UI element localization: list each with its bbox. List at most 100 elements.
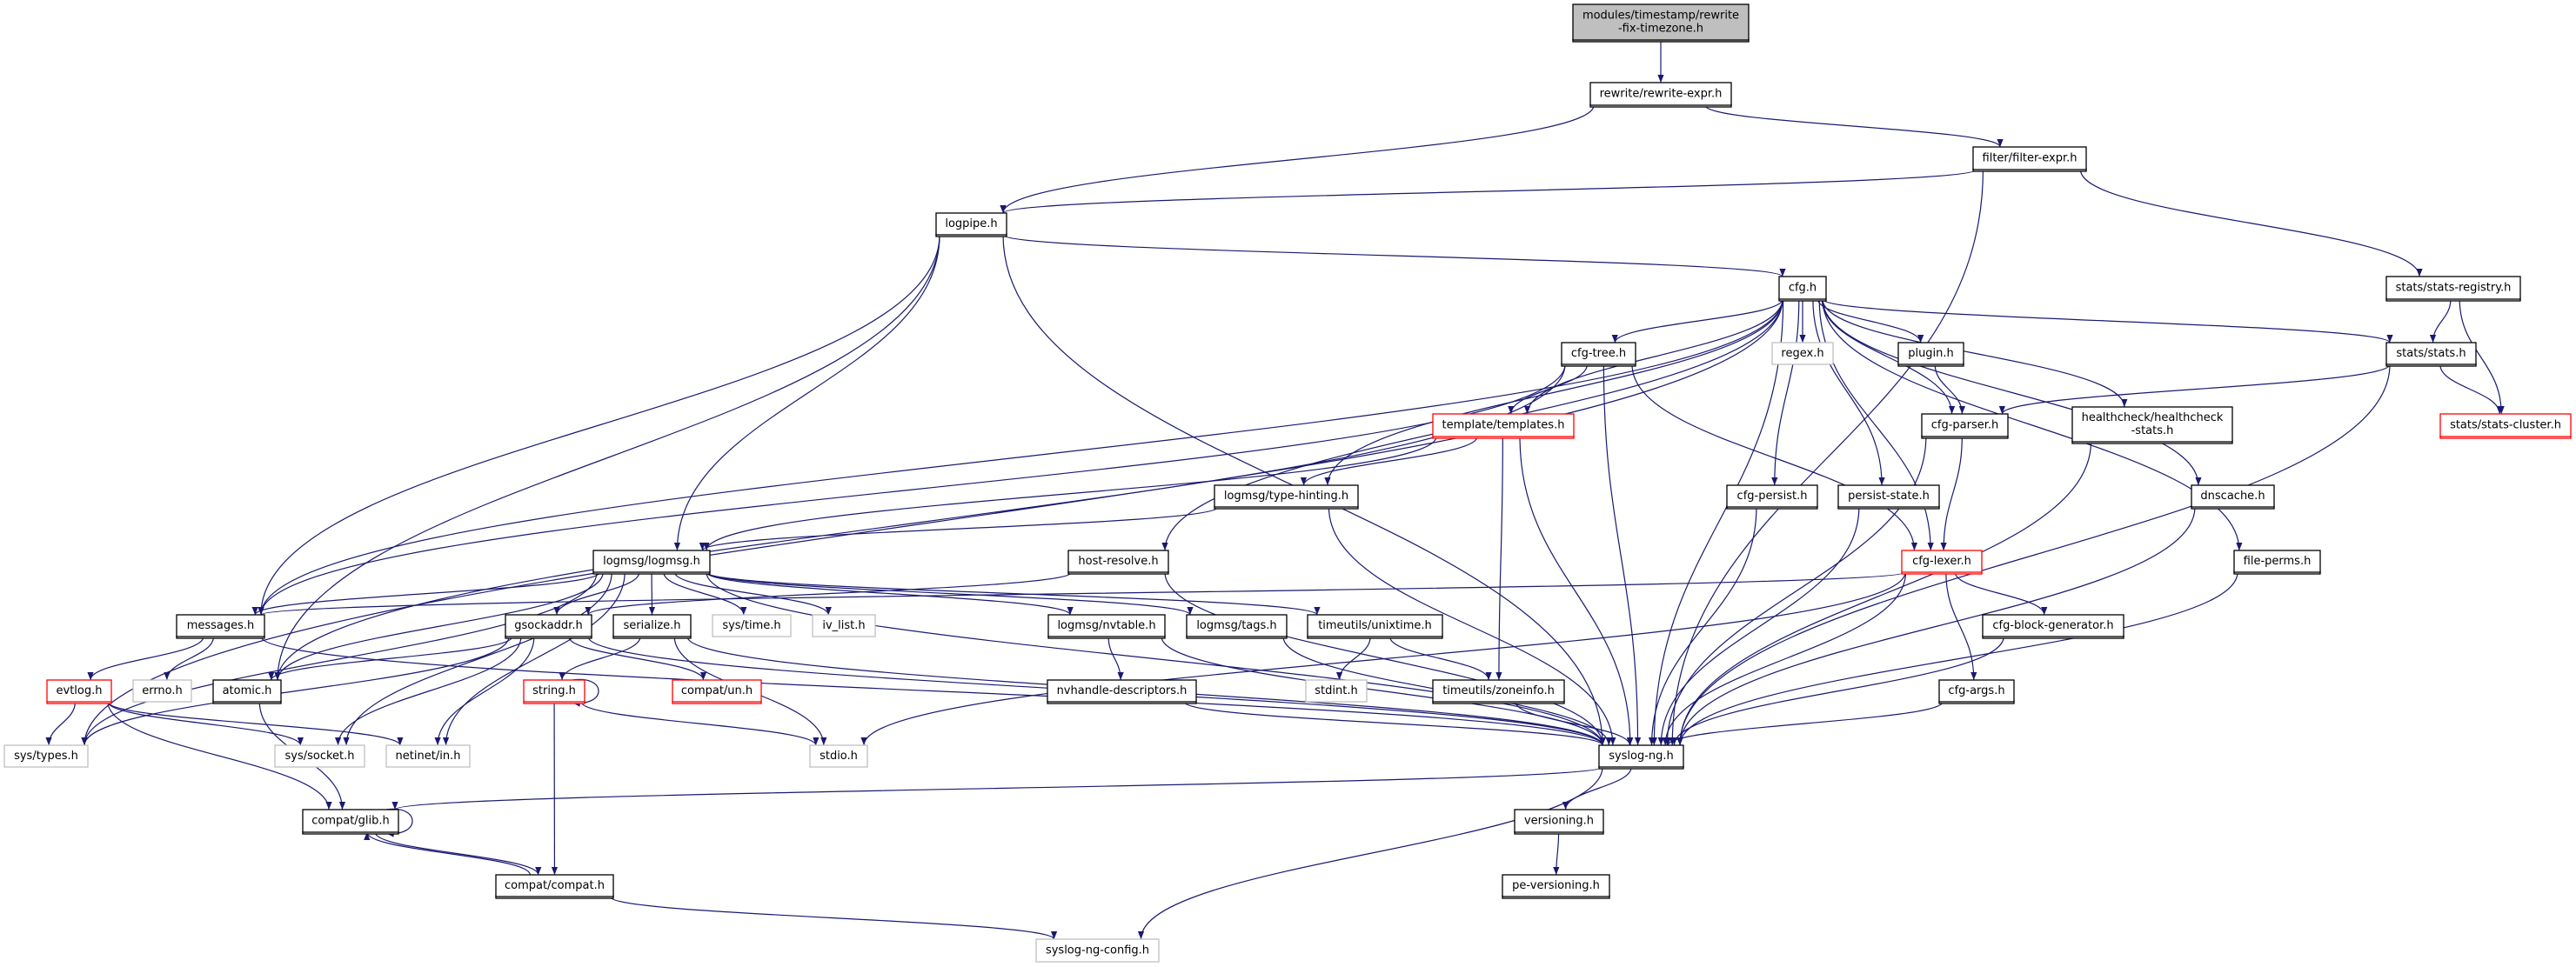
edge-cfg-to-typehint bbox=[1324, 298, 1783, 486]
edge-arrow bbox=[1821, 298, 1956, 415]
edge-arrow bbox=[1954, 571, 2048, 616]
edge-evtlog-to-netinet bbox=[107, 701, 404, 746]
node-cfgargs[interactable]: cfg-args.h bbox=[1938, 679, 2015, 704]
node-glib[interactable]: compat/glib.h bbox=[302, 809, 399, 835]
node-syslogng[interactable]: syslog-ng.h bbox=[1598, 744, 1684, 770]
node-box bbox=[3, 744, 89, 768]
node-tags[interactable]: logmsg/tags.h bbox=[1186, 614, 1288, 639]
node-persist[interactable]: persist-state.h bbox=[1837, 484, 1940, 510]
node-messages[interactable]: messages.h bbox=[176, 614, 265, 639]
node-stdint[interactable]: stdint.h bbox=[1305, 679, 1368, 703]
node-filter[interactable]: filter/filter-expr.h bbox=[1972, 146, 2087, 172]
node-box bbox=[672, 679, 762, 703]
edge-arrow bbox=[274, 571, 604, 681]
node-evtlog[interactable]: evtlog.h bbox=[46, 679, 112, 704]
node-stdio[interactable]: stdio.h bbox=[809, 744, 868, 768]
node-label: timeutils/zoneinfo.h bbox=[1442, 684, 1555, 697]
edge-arrow bbox=[391, 766, 1603, 810]
edge-arrow bbox=[258, 363, 1566, 616]
node-templates[interactable]: template/templates.h bbox=[1432, 413, 1575, 439]
edge-arrow bbox=[1812, 298, 1885, 486]
node-pever[interactable]: pe-versioning.h bbox=[1502, 874, 1610, 899]
node-box bbox=[1186, 614, 1288, 637]
node-box bbox=[2439, 413, 2572, 437]
node-statscluster[interactable]: stats/stats-cluster.h bbox=[2439, 413, 2572, 439]
node-root: modules/timestamp/rewrite-fix-timezone.h bbox=[1572, 3, 1750, 43]
node-compat[interactable]: compat/compat.h bbox=[495, 874, 614, 899]
node-box bbox=[1897, 342, 1964, 365]
node-typehint[interactable]: logmsg/type-hinting.h bbox=[1214, 484, 1359, 510]
edge-arrow bbox=[1998, 363, 2391, 415]
edge-arrow bbox=[1183, 701, 1606, 746]
node-systypes[interactable]: sys/types.h bbox=[3, 744, 89, 768]
edge-arrow bbox=[1519, 436, 1634, 746]
node-box bbox=[1067, 550, 1169, 573]
edge-arrow bbox=[87, 636, 204, 681]
edge-arrow bbox=[1553, 831, 1560, 876]
edge-unixtime-to-stdint bbox=[1335, 636, 1371, 681]
node-statsreg[interactable]: stats/stats-registry.h bbox=[2385, 276, 2521, 302]
node-cfgparser[interactable]: cfg-parser.h bbox=[1921, 413, 2009, 439]
node-blockgen[interactable]: cfg-block-generator.h bbox=[1982, 614, 2124, 639]
node-box bbox=[1035, 938, 1160, 963]
node-label: persist-state.h bbox=[1848, 490, 1930, 503]
node-cfgpersist[interactable]: cfg-persist.h bbox=[1726, 484, 1818, 510]
node-atomic[interactable]: atomic.h bbox=[212, 679, 282, 704]
edge-compat-to-config bbox=[609, 896, 1057, 940]
node-cfgtree[interactable]: cfg-tree.h bbox=[1561, 342, 1636, 367]
node-nvtable[interactable]: logmsg/nvtable.h bbox=[1047, 614, 1166, 639]
node-unixtime[interactable]: timeutils/unixtime.h bbox=[1307, 614, 1443, 639]
node-box bbox=[523, 679, 585, 703]
node-netinet[interactable]: netinet/in.h bbox=[385, 744, 471, 768]
node-box bbox=[46, 679, 112, 703]
edge-logmsg-to-atomic bbox=[274, 571, 604, 681]
edge-unixtime-to-zoneinfo bbox=[1388, 636, 1492, 681]
node-label: filter/filter-expr.h bbox=[1983, 152, 2078, 165]
node-label: logmsg/type-hinting.h bbox=[1224, 490, 1348, 503]
node-regex[interactable]: regex.h bbox=[1771, 342, 1834, 365]
node-box bbox=[1047, 614, 1166, 637]
edge-rewrite-to-filter bbox=[1704, 104, 2004, 148]
edge-nvhandle-to-syslogng bbox=[1183, 701, 1606, 746]
node-stats[interactable]: stats/stats.h bbox=[2385, 342, 2477, 367]
node-label: cfg-block-generator.h bbox=[1992, 619, 2113, 632]
node-label: cfg-parser.h bbox=[1931, 419, 1999, 432]
node-plugin[interactable]: plugin.h bbox=[1897, 342, 1964, 367]
node-box bbox=[1921, 413, 2009, 437]
node-gsockaddr[interactable]: gsockaddr.h bbox=[505, 614, 592, 639]
edge-arrow bbox=[585, 571, 1073, 616]
node-rewrite[interactable]: rewrite/rewrite-expr.h bbox=[1589, 82, 1732, 108]
edge-arrow bbox=[1676, 506, 2196, 746]
node-systime[interactable]: sys/time.h bbox=[712, 614, 792, 637]
node-serialize[interactable]: serialize.h bbox=[612, 614, 692, 639]
node-label: compat/glib.h bbox=[311, 815, 390, 828]
node-cfg[interactable]: cfg.h bbox=[1778, 276, 1827, 302]
node-errno[interactable]: errno.h bbox=[132, 679, 192, 703]
node-label: syslog-ng.h bbox=[1609, 750, 1674, 763]
node-ivlist[interactable]: iv_list.h bbox=[812, 614, 876, 637]
edge-health-to-syslogng bbox=[1676, 441, 2092, 746]
node-config[interactable]: syslog-ng-config.h bbox=[1035, 938, 1160, 963]
node-dnscache[interactable]: dnscache.h bbox=[2191, 484, 2275, 510]
node-hostres[interactable]: host-resolve.h bbox=[1067, 550, 1169, 575]
node-box bbox=[1514, 809, 1604, 833]
node-logmsg[interactable]: logmsg/logmsg.h bbox=[592, 550, 711, 575]
edge-blockgen-to-syslogng bbox=[1670, 636, 2004, 746]
node-syssocket[interactable]: sys/socket.h bbox=[274, 744, 365, 768]
node-fileperms[interactable]: file-perms.h bbox=[2233, 550, 2321, 575]
node-box bbox=[212, 679, 282, 703]
node-string[interactable]: string.h bbox=[523, 679, 585, 704]
node-label: cfg-tree.h bbox=[1571, 347, 1626, 360]
node-cfglexer[interactable]: cfg-lexer.h bbox=[1901, 550, 1983, 575]
node-logpipe[interactable]: logpipe.h bbox=[935, 212, 1007, 237]
node-compatun[interactable]: compat/un.h bbox=[672, 679, 762, 704]
edge-arrow bbox=[1657, 506, 1860, 746]
nodes-layer: modules/timestamp/rewrite-fix-timezone.h… bbox=[3, 3, 2572, 963]
node-label: string.h bbox=[532, 684, 576, 697]
edge-logmsg-to-ivlist bbox=[673, 571, 832, 616]
node-zoneinfo[interactable]: timeutils/zoneinfo.h bbox=[1432, 679, 1565, 704]
node-health[interactable]: healthcheck/healthcheck-stats.h bbox=[2071, 406, 2233, 444]
node-versioning[interactable]: versioning.h bbox=[1514, 809, 1604, 835]
node-nvhandle[interactable]: nvhandle-descriptors.h bbox=[1047, 679, 1197, 704]
node-label: evtlog.h bbox=[57, 684, 103, 697]
